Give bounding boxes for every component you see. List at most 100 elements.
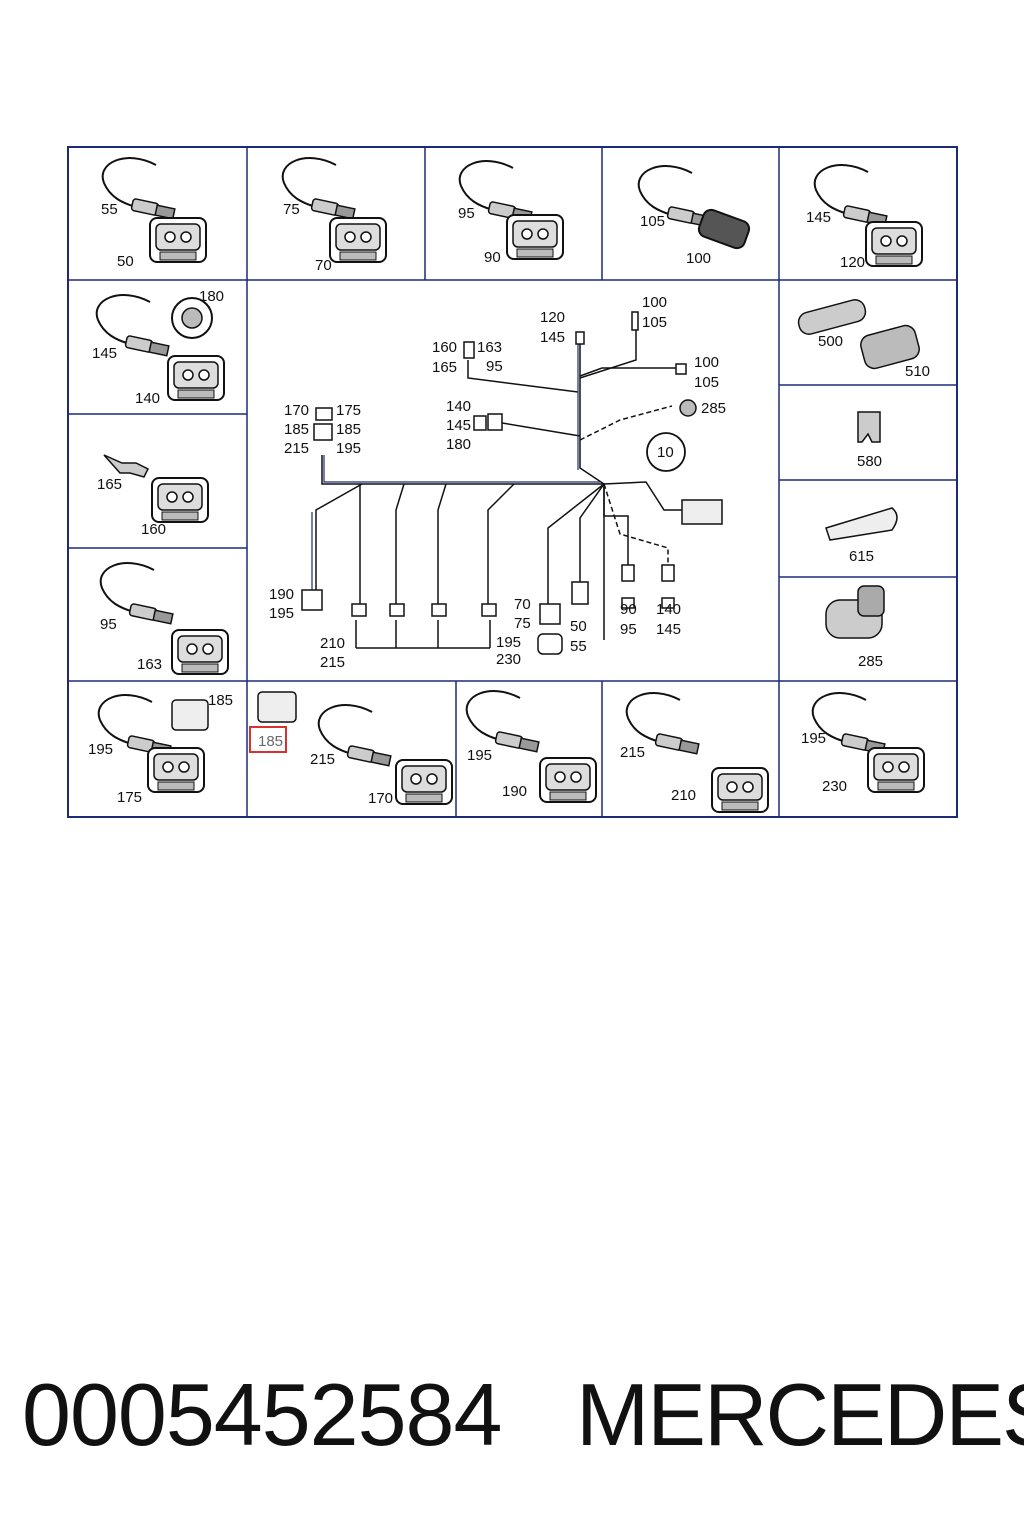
label-95: 95 (100, 616, 117, 633)
label-510: 510 (905, 363, 930, 380)
callout-label: 285 (701, 400, 726, 417)
callout-label: 145 (540, 329, 565, 346)
cell-145-120: 145 120 (806, 164, 923, 271)
label-195: 195 (88, 741, 113, 758)
cell-195-230: 195 230 (801, 692, 925, 795)
callout-label: 195 (336, 440, 361, 457)
label-120: 120 (840, 254, 865, 271)
cell-185-195-175: 185 195 175 (88, 692, 233, 806)
label-163: 163 (137, 656, 162, 673)
callout-label: 185 (336, 421, 361, 438)
connector-housing-icon (167, 355, 225, 401)
callout-label: 185 (284, 421, 309, 438)
callout-label: 100 (694, 354, 719, 371)
callout-label: 190 (269, 586, 294, 603)
label-185: 185 (208, 692, 233, 709)
cover-icon (171, 699, 209, 731)
callout-label: 210 (320, 635, 345, 652)
cell-195-190: 195 190 (465, 690, 597, 803)
label-190: 190 (502, 783, 527, 800)
label-215: 215 (620, 744, 645, 761)
label-105: 105 (640, 213, 665, 230)
label-145: 145 (92, 345, 117, 362)
part-number: 0005452584 (22, 1365, 502, 1464)
label-140: 140 (135, 390, 160, 407)
connector-housing-icon (711, 767, 769, 813)
footer: 0005452584 MERCEDES (0, 1360, 1024, 1480)
callout-label: 230 (496, 651, 521, 668)
callout-label: 163 (477, 339, 502, 356)
diagram-frame (67, 146, 958, 818)
label-215: 215 (310, 751, 335, 768)
sensor-body-icon (697, 208, 751, 250)
label-615: 615 (849, 548, 874, 565)
harness-blue-wires (311, 342, 600, 590)
label-95: 95 (458, 205, 475, 222)
brand-name: MERCEDES (576, 1365, 1024, 1464)
cell-75-70: 75 70 (281, 157, 387, 274)
callout-label: 170 (284, 402, 309, 419)
label-580: 580 (857, 453, 882, 470)
label-90: 90 (484, 249, 501, 266)
connector-icon (315, 407, 333, 421)
callout-label: 70 (514, 596, 531, 613)
cell-95-90: 95 90 (458, 160, 564, 266)
cell-165-160: 165 160 (97, 454, 209, 538)
connector-housing-icon (865, 221, 923, 267)
connector-housing-icon (506, 214, 564, 260)
callout-label: 90 (620, 601, 637, 618)
connector-housing-icon (539, 757, 597, 803)
callout-label: 120 (540, 309, 565, 326)
cell-185-215-170: 185 215 170 (249, 691, 453, 807)
cap-icon (857, 411, 881, 443)
label-195: 195 (467, 747, 492, 764)
label-210: 210 (671, 787, 696, 804)
parts-diagram: 55 50 75 70 95 90 105 100 145 120 180 14… (67, 146, 958, 818)
cell-500-510: 500 510 (797, 299, 930, 380)
grid-lines (68, 147, 957, 817)
callout-label: 75 (514, 615, 531, 632)
label-195: 195 (801, 730, 826, 747)
ring-label: 10 (657, 444, 674, 461)
connector-housing-icon (171, 629, 229, 675)
label-230: 230 (822, 778, 847, 795)
callout-label: 140 (446, 398, 471, 415)
callout-label: 145 (656, 621, 681, 638)
connector-housing-icon (395, 759, 453, 805)
callout-label: 55 (570, 638, 587, 655)
callout-label: 195 (496, 634, 521, 651)
callout-label: 105 (694, 374, 719, 391)
label-170: 170 (368, 790, 393, 807)
callout-label: 95 (486, 358, 503, 375)
terminal-pin-icon (103, 454, 150, 478)
callout-label: 165 (432, 359, 457, 376)
label-285: 285 (858, 653, 883, 670)
callout-label: 180 (446, 436, 471, 453)
callout-label: 215 (284, 440, 309, 457)
cell-285: 285 (825, 585, 885, 670)
label-100: 100 (686, 250, 711, 267)
callout-label: 145 (446, 417, 471, 434)
callout-label: 175 (336, 402, 361, 419)
connector-housing-icon (147, 747, 205, 793)
connector-housing-icon (867, 747, 925, 793)
pigtail-wire-icon (99, 562, 174, 625)
callout-label: 100 (642, 294, 667, 311)
label-70: 70 (315, 257, 332, 274)
callout-label: 95 (620, 621, 637, 638)
label-175: 175 (117, 789, 142, 806)
reference-ring (646, 432, 686, 472)
cell-105-100: 105 100 (637, 165, 751, 267)
callout-label: 215 (320, 654, 345, 671)
harness-connectors (301, 311, 723, 655)
cell-580: 580 (857, 411, 882, 470)
cable-tie-icon (825, 507, 898, 541)
cell-180-145-140: 180 145 140 (92, 288, 225, 407)
callout-label: 140 (656, 601, 681, 618)
label-180: 180 (199, 288, 224, 305)
label-75: 75 (283, 201, 300, 218)
callout-label: 50 (570, 618, 587, 635)
socket-icon (860, 324, 920, 370)
cell-615: 615 (825, 507, 898, 565)
callout-label: 160 (432, 339, 457, 356)
